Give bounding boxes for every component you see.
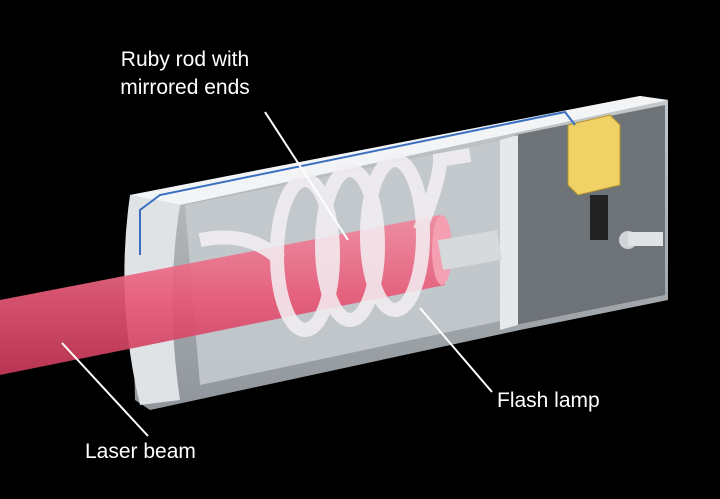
capacitor xyxy=(567,114,621,196)
flash-lamp-coil xyxy=(198,148,472,337)
flash-lamp-label: Flash lamp xyxy=(497,389,600,412)
ruby-rod-pointer xyxy=(264,111,349,241)
trigger-component xyxy=(590,195,608,240)
ruby-rod-label-line2: mirrored ends xyxy=(120,76,250,99)
ruby-rod-label: Ruby rod with mirrored ends xyxy=(100,46,270,102)
ruby-rod-label-line1: Ruby rod with xyxy=(120,48,250,71)
end-plate xyxy=(500,135,518,330)
laser-beam-pointer xyxy=(61,342,149,437)
terminal-rod xyxy=(628,232,663,246)
laser-beam-label: Laser beam xyxy=(85,440,196,463)
wire xyxy=(139,110,576,255)
flash-lamp-pointer xyxy=(419,307,493,393)
housing-top-shell xyxy=(130,96,668,205)
rod-holder xyxy=(437,230,503,270)
